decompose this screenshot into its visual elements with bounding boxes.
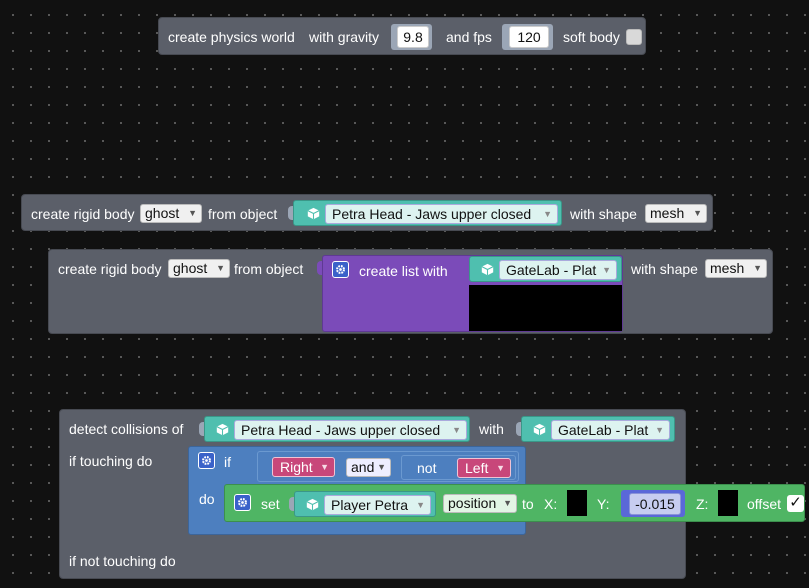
if-label: if: [224, 454, 231, 470]
from-object-label-2: from object: [234, 261, 304, 277]
list-object-value: GateLab - Plat: [506, 262, 597, 278]
rigid-type-dropdown-2[interactable]: ghost ▼: [168, 259, 230, 278]
shape-dropdown-2[interactable]: mesh ▼: [705, 259, 767, 278]
rigid-type-value-2: ghost: [173, 260, 208, 276]
object-dropdown[interactable]: Petra Head - Jaws upper closed ▼: [325, 204, 558, 224]
from-object-label: from object: [208, 206, 278, 222]
not-label: not: [417, 460, 437, 476]
z-input-slot[interactable]: [718, 490, 738, 516]
right-key-dropdown[interactable]: Right ▼: [272, 457, 335, 477]
chevron-down-icon: ▼: [503, 498, 512, 508]
and-block[interactable]: Right▼ and▼ not Left▼: [257, 451, 519, 482]
property-dropdown[interactable]: position ▼: [443, 494, 517, 513]
collision-object-socket-2: [516, 422, 524, 436]
list-item-slot-2: [469, 285, 622, 331]
collision-object-dropdown-2[interactable]: GateLab - Plat ▼: [551, 420, 670, 440]
fps-input[interactable]: 120: [509, 26, 549, 48]
chevron-down-icon: ▼: [452, 425, 461, 435]
object-value: Petra Head - Jaws upper closed: [332, 206, 532, 222]
with-shape-label: with shape: [570, 206, 637, 222]
gravity-label: with gravity: [309, 29, 380, 45]
gear-icon[interactable]: [198, 452, 215, 469]
list-object-dropdown[interactable]: GateLab - Plat ▼: [499, 260, 617, 280]
cube-icon: [214, 421, 231, 438]
shape-value: mesh: [650, 205, 685, 221]
shape-value-2: mesh: [710, 260, 745, 276]
chevron-down-icon: ▼: [320, 462, 329, 472]
chevron-down-icon: ▼: [655, 425, 664, 435]
set-label: set: [261, 496, 280, 512]
chevron-down-icon: ▼: [693, 208, 702, 218]
rigid-type-dropdown[interactable]: ghost ▼: [140, 204, 202, 223]
with-shape-label-2: with shape: [631, 261, 698, 277]
chevron-down-icon: ▼: [602, 265, 611, 275]
cube-icon: [305, 205, 322, 222]
and-dropdown[interactable]: and▼: [346, 458, 391, 477]
collision-object-value-2: GateLab - Plat: [558, 422, 649, 438]
soft-body-label: soft body: [563, 29, 620, 45]
create-list-label: create list with: [359, 263, 448, 279]
collision-object-value-1: Petra Head - Jaws upper closed: [241, 422, 441, 438]
object-block[interactable]: Petra Head - Jaws upper closed ▼: [293, 200, 562, 226]
chevron-down-icon: ▼: [377, 462, 386, 472]
rigid-type-value: ghost: [145, 205, 180, 221]
list-socket: [317, 261, 325, 275]
target-socket: [289, 497, 297, 511]
gear-icon[interactable]: [234, 494, 251, 511]
rigid-body-label: create rigid body: [31, 206, 135, 222]
cube-icon: [479, 261, 496, 278]
with-label: with: [479, 421, 504, 437]
offset-label: offset: [747, 496, 781, 512]
cube-icon: [531, 421, 548, 438]
gear-icon[interactable]: [332, 261, 349, 278]
if-not-touching-label: if not touching do: [69, 553, 176, 569]
x-input-slot[interactable]: [567, 490, 587, 516]
shape-dropdown[interactable]: mesh ▼: [645, 204, 707, 223]
fps-label: and fps: [446, 29, 492, 45]
target-object-value: Player Petra: [331, 497, 409, 513]
x-label: X:: [544, 496, 558, 512]
soft-body-checkbox[interactable]: [626, 29, 642, 45]
gravity-input[interactable]: 9.8: [397, 26, 429, 48]
object-socket: [288, 206, 296, 220]
left-key-dropdown[interactable]: Left ▼: [457, 458, 511, 478]
do-label: do: [199, 491, 215, 507]
chevron-down-icon: ▼: [216, 263, 225, 273]
chevron-down-icon: ▼: [496, 463, 505, 473]
offset-checkbox[interactable]: ✓: [787, 495, 804, 512]
property-value: position: [448, 495, 497, 511]
to-label: to: [522, 496, 534, 512]
y-label: Y:: [597, 496, 610, 512]
collision-object-socket: [199, 422, 207, 436]
chevron-down-icon: ▼: [188, 208, 197, 218]
rigid-body-label-2: create rigid body: [58, 261, 162, 277]
cube-icon: [304, 496, 321, 513]
right-key-value: Right: [280, 459, 313, 475]
y-input[interactable]: -0.015: [629, 493, 681, 515]
and-value: and: [351, 459, 375, 475]
chevron-down-icon: ▼: [416, 500, 425, 510]
detect-collisions-label: detect collisions of: [69, 421, 184, 437]
left-key-value: Left: [465, 460, 489, 476]
collision-object-block-2[interactable]: GateLab - Plat ▼: [521, 416, 675, 442]
physics-world-label: create physics world: [168, 29, 295, 45]
chevron-down-icon: ▼: [753, 263, 762, 273]
target-object-dropdown[interactable]: Player Petra ▼: [324, 495, 431, 515]
collision-object-dropdown-1[interactable]: Petra Head - Jaws upper closed ▼: [234, 420, 467, 440]
not-block[interactable]: not Left ▼: [401, 455, 516, 480]
collision-object-block-1[interactable]: Petra Head - Jaws upper closed ▼: [204, 416, 470, 442]
target-object-block[interactable]: Player Petra ▼: [294, 491, 436, 517]
list-object-block[interactable]: GateLab - Plat ▼: [469, 256, 622, 282]
rigid-body-block-2[interactable]: create rigid body ghost ▼ from object cre…: [48, 249, 773, 334]
set-property-block[interactable]: set Player Petra ▼ position ▼ to X: Y: -0.…: [224, 484, 805, 522]
physics-world-block[interactable]: create physics world with gravity 9.8 an…: [158, 17, 646, 55]
rigid-body-block-1[interactable]: create rigid body ghost ▼ from object Pet…: [21, 194, 713, 231]
if-touching-label: if touching do: [69, 453, 153, 469]
chevron-down-icon: ▼: [543, 209, 552, 219]
z-label: Z:: [696, 496, 709, 512]
create-list-block[interactable]: create list with GateLab - Plat ▼: [322, 255, 623, 332]
